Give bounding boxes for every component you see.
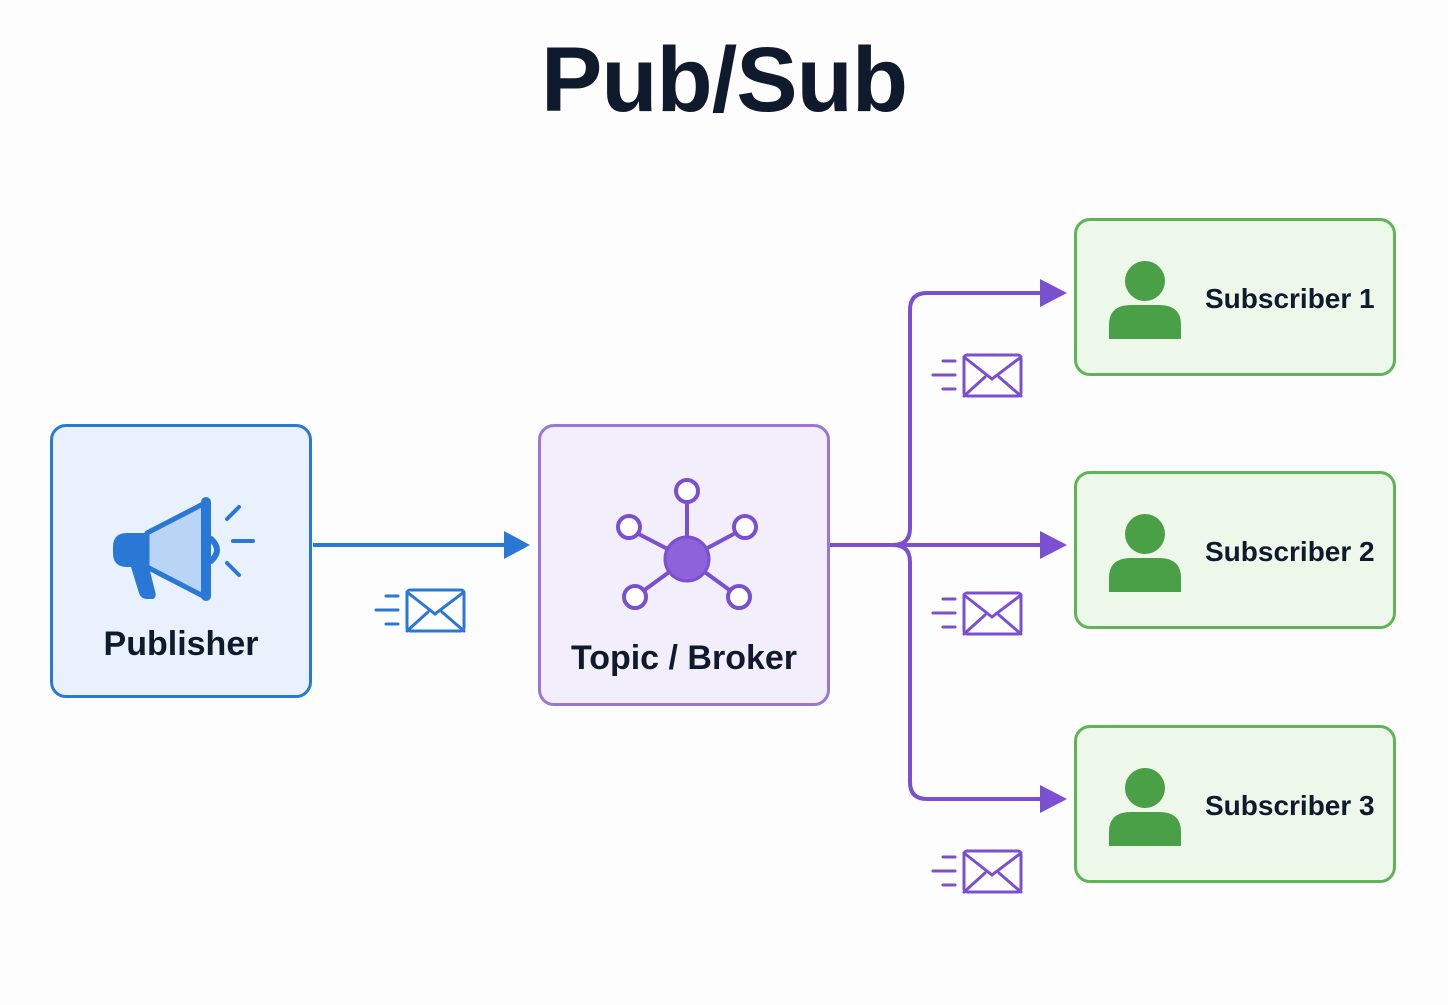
user-icon bbox=[1109, 768, 1181, 846]
subscriber-node: Subscriber 1 bbox=[1074, 218, 1396, 376]
publisher-label: Publisher bbox=[103, 625, 259, 663]
broker-label: Topic / Broker bbox=[570, 639, 798, 677]
subscriber-label: Subscriber 1 bbox=[1205, 283, 1375, 314]
envelope-icon bbox=[931, 353, 1023, 398]
megaphone-icon bbox=[113, 497, 255, 601]
broker-to-subscribers-arrows bbox=[830, 291, 1044, 801]
subscriber-node: Subscriber 2 bbox=[1074, 471, 1396, 629]
user-icon bbox=[1109, 514, 1181, 592]
envelope-icon bbox=[931, 849, 1023, 894]
arrowhead-sub1 bbox=[1040, 279, 1067, 307]
subscriber-label: Subscriber 3 bbox=[1205, 790, 1375, 821]
envelope-icon bbox=[931, 591, 1023, 636]
subscriber-label: Subscriber 2 bbox=[1205, 536, 1375, 567]
diagram-title: Pub/Sub bbox=[540, 29, 908, 131]
network-hub-icon bbox=[616, 478, 758, 610]
publisher-to-broker-arrow bbox=[313, 531, 530, 559]
user-icon bbox=[1109, 261, 1181, 339]
publisher-node: Publisher bbox=[50, 424, 312, 698]
envelope-icon bbox=[374, 588, 466, 633]
subscriber-node: Subscriber 3 bbox=[1074, 725, 1396, 883]
arrowhead-sub2 bbox=[1040, 531, 1067, 559]
broker-node: Topic / Broker bbox=[538, 424, 830, 706]
arrowhead-sub3 bbox=[1040, 785, 1067, 813]
